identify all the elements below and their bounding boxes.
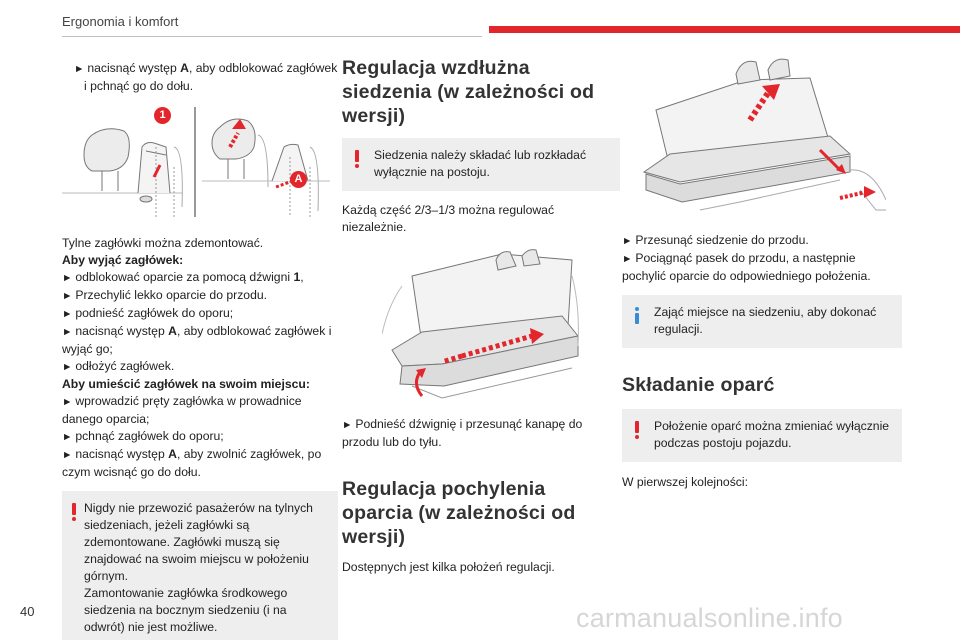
page-number: 40: [20, 604, 35, 619]
refit-title: Aby umieścić zagłówek na swoim miejscu:: [62, 377, 310, 391]
warning-icon: [71, 503, 76, 521]
watermark: carmanualsonline.info: [576, 603, 843, 633]
remove-title: Aby wyjąć zagłówek:: [62, 253, 184, 267]
column-1: nacisnąć występ A, aby odblokować zagłów…: [62, 60, 338, 640]
warning-icon: [634, 421, 639, 439]
move-seat-step: Przesunąć siedzenie do przodu.: [622, 232, 904, 250]
info-icon: [634, 307, 639, 324]
removable-note: Tylne zagłówki można zdemontować.: [62, 236, 264, 250]
callout-1-badge: 1: [154, 107, 171, 124]
remove-step-4: nacisnąć występ A, aby odblokować zagłów…: [62, 323, 338, 358]
header-accent-bar: [489, 26, 960, 33]
backrest-illustration: [642, 58, 886, 211]
remove-step-2: Przechylić lekko oparcie do przodu.: [62, 287, 338, 305]
parts-note: Każdą część 2/3–1/3 można regulować niez…: [342, 203, 555, 234]
longitudinal-warning: Siedzenia należy składać lub rozkładać w…: [342, 138, 620, 191]
warning-icon: [354, 150, 359, 168]
remove-step-3: podnieść zagłówek do oporu;: [62, 305, 338, 323]
callout-a-badge: A: [290, 171, 307, 188]
sit-info-note: Zająć miejsce na siedzeniu, aby dokonać …: [622, 295, 902, 348]
heading-longitudinal: Regulacja wzdłużna siedzenia (w zależnoś…: [342, 57, 595, 127]
heading-fold: Składanie oparć: [622, 374, 775, 396]
refit-step-1: wprowadzić pręty zagłówka w prowadnice d…: [62, 393, 338, 428]
bench-slide-illustration: [382, 249, 579, 399]
intro-step: nacisnąć występ A, aby odblokować zagłów…: [62, 60, 338, 95]
remove-step-1: odblokować oparcie za pomocą dźwigni 1,: [62, 269, 338, 287]
column-3: Przesunąć siedzenie do przodu. Pociągnąć…: [622, 50, 904, 491]
lever-step: Podnieść dźwignię i przesunąć kanapę do …: [342, 416, 607, 451]
refit-step-2: pchnąć zagłówek do oporu;: [62, 428, 338, 446]
column-2: Regulacja wzdłużna siedzenia (w zależnoś…: [342, 56, 622, 576]
headrest-figure: 1 A: [62, 107, 330, 217]
passenger-warning: Nigdy nie przewozić pasażerów na tylnych…: [62, 491, 338, 640]
bench-slide-figure: [382, 246, 582, 406]
pull-strap-step: Pociągnąć pasek do przodu, a następnie p…: [622, 250, 892, 285]
refit-step-3: nacisnąć występ A, aby zwolnić zagłówek,…: [62, 446, 338, 481]
positions-note: Dostępnych jest kilka położeń regulacji.: [342, 560, 555, 574]
remove-step-5: odłożyć zagłówek.: [62, 358, 338, 376]
headrest-illustration: [62, 107, 330, 217]
header-rule: [62, 36, 482, 37]
header-title: Ergonomia i komfort: [62, 14, 179, 29]
first-step-note: W pierwszej kolejności:: [622, 475, 748, 489]
heading-backrest: Regulacja pochylenia oparcia (w zależnoś…: [342, 478, 576, 548]
backrest-figure: [640, 50, 886, 220]
fold-warning: Położenie oparć można zmieniać wyłącznie…: [622, 409, 902, 462]
